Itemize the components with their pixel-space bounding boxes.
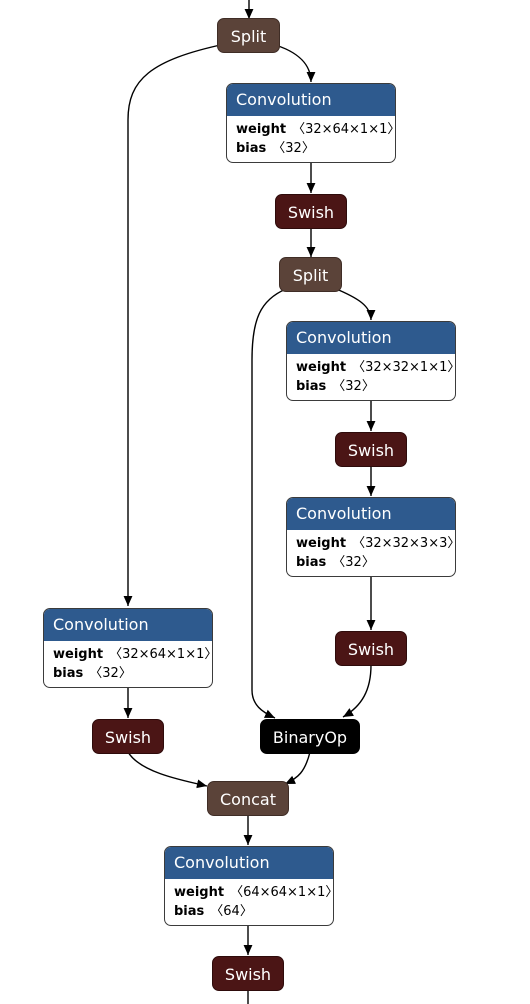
swish-node-label: Swish (104, 728, 152, 747)
weight-key: weight (236, 122, 287, 137)
convolution-node-3[interactable]: Convolution weight 〈32×32×3×3〉 bias 〈32〉 (286, 497, 456, 577)
bias-key: bias (174, 904, 205, 919)
edge-split2-binop (251, 288, 287, 719)
convolution-node-1[interactable]: Convolution weight 〈32×64×1×1〉 bias 〈32〉 (226, 83, 396, 163)
weight-key: weight (53, 647, 104, 662)
convolution-node-2[interactable]: Convolution weight 〈32×32×1×1〉 bias 〈32〉 (286, 321, 456, 401)
swish-node-5[interactable]: Swish (212, 956, 284, 991)
weight-shape: 〈32×64×1×1〉 (109, 647, 213, 662)
bias-shape: 〈32〉 (89, 666, 132, 681)
swish-node-label: Swish (287, 203, 335, 222)
bias-shape: 〈64〉 (210, 904, 253, 919)
bias-shape: 〈32〉 (272, 141, 315, 156)
concat-node-label: Concat (220, 790, 276, 809)
weight-shape: 〈32×32×3×3〉 (352, 536, 456, 551)
split-node-label: Split (292, 266, 329, 285)
bias-key: bias (296, 379, 327, 394)
convolution-title: Convolution (287, 498, 455, 530)
weight-key: weight (296, 360, 347, 375)
binaryop-node-label: BinaryOp (272, 728, 348, 747)
convolution-title: Convolution (165, 847, 333, 879)
bias-shape: 〈32〉 (332, 555, 375, 570)
split-node-1[interactable]: Split (217, 18, 280, 53)
weight-shape: 〈32×64×1×1〉 (292, 122, 396, 137)
edge-split1-conv4 (123, 43, 226, 606)
convolution-node-5[interactable]: Convolution weight 〈64×64×1×1〉 bias 〈64〉 (164, 846, 334, 926)
convolution-node-4[interactable]: Convolution weight 〈32×64×1×1〉 bias 〈32〉 (43, 608, 213, 688)
weight-key: weight (174, 885, 225, 900)
edge-swish3-binop (342, 664, 372, 718)
convolution-title: Convolution (227, 84, 395, 116)
binaryop-node[interactable]: BinaryOp (260, 719, 360, 754)
swish-node-label: Swish (224, 965, 272, 984)
swish-node-4[interactable]: Swish (92, 719, 164, 754)
swish-node-3[interactable]: Swish (335, 631, 407, 666)
weight-shape: 〈32×32×1×1〉 (352, 360, 456, 375)
weight-shape: 〈64×64×1×1〉 (230, 885, 334, 900)
convolution-title: Convolution (44, 609, 212, 641)
bias-key: bias (236, 141, 267, 156)
edge-binop-concat (284, 751, 311, 785)
split-node-2[interactable]: Split (279, 257, 342, 292)
swish-node-label: Swish (347, 441, 395, 460)
convolution-title: Convolution (287, 322, 455, 354)
swish-node-2[interactable]: Swish (335, 432, 407, 467)
edge-split2-conv2 (333, 287, 376, 321)
weight-key: weight (296, 536, 347, 551)
swish-node-label: Swish (347, 640, 395, 659)
swish-node-1[interactable]: Swish (275, 194, 347, 229)
bias-key: bias (296, 555, 327, 570)
edge-swish4-concat (127, 751, 208, 789)
split-node-label: Split (230, 27, 267, 46)
bias-shape: 〈32〉 (332, 379, 375, 394)
concat-node[interactable]: Concat (207, 781, 289, 816)
bias-key: bias (53, 666, 84, 681)
